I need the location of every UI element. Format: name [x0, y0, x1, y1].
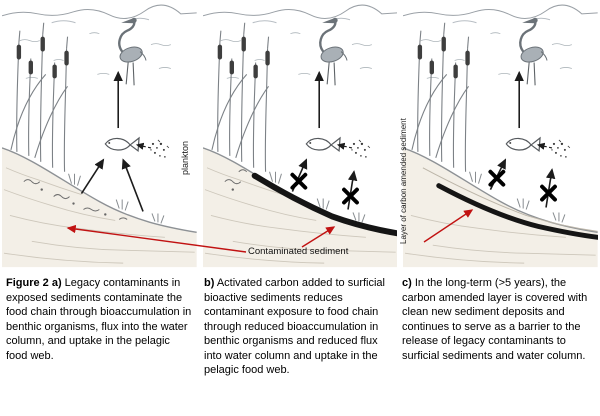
panel-row	[2, 0, 599, 268]
cattail-heads	[418, 36, 471, 79]
sediment-body	[403, 147, 599, 268]
caption-a: Figure 2 a) Legacy contaminants in expos…	[6, 276, 194, 378]
water-ripples	[220, 32, 372, 79]
fish-icon	[104, 136, 140, 153]
contaminated-sediment-label: Contaminated sediment	[248, 246, 349, 257]
plankton-dots	[551, 139, 571, 158]
caption-c-body: In the long-term (>5 years), the carbon …	[402, 277, 588, 362]
caption-a-body: Legacy contaminants in exposed sediments…	[6, 277, 192, 362]
caption-b-lead: b)	[204, 277, 215, 289]
caption-row: Figure 2 a) Legacy contaminants in expos…	[0, 268, 600, 378]
far-shore	[202, 4, 398, 24]
cattail-heads	[217, 36, 270, 79]
carbon-amended-sediment-label: Layer of carbon amended sediment	[399, 118, 408, 244]
far-shore	[403, 4, 599, 24]
bank-grass	[469, 171, 566, 223]
benthic-organisms	[224, 169, 247, 191]
caption-c: c) In the long-term (>5 years), the carb…	[402, 276, 590, 378]
blocked-pathway-x-marks	[488, 169, 558, 202]
figure-2-illustration: plankton Layer of carbon amended sedimen…	[2, 0, 599, 268]
plankton-dots	[350, 139, 370, 158]
water-ripples	[421, 32, 573, 79]
caption-a-lead: Figure 2 a)	[6, 277, 62, 289]
caption-b: b) Activated carbon added to surficial b…	[204, 276, 392, 378]
benthic-organisms	[23, 179, 128, 220]
clean-deposit-line	[422, 167, 599, 232]
sediment-body	[202, 147, 398, 268]
caption-c-lead: c)	[402, 277, 412, 289]
pond-panel-c	[403, 0, 599, 268]
pond-panel-a	[2, 0, 197, 268]
cattails	[211, 22, 269, 172]
activated-carbon-layer	[251, 172, 398, 237]
plankton-label: plankton	[180, 140, 190, 175]
buried-carbon-layer	[436, 183, 599, 240]
sediment-surface	[2, 147, 197, 234]
fish-icon	[305, 136, 341, 153]
water-ripples	[19, 32, 171, 79]
heron-icon	[118, 17, 147, 86]
pond-panel-b	[202, 0, 398, 268]
heron-icon	[519, 17, 548, 86]
plankton-dots	[150, 139, 170, 158]
caption-b-body: Activated carbon added to surficial bioa…	[204, 277, 385, 377]
food-chain-arrows	[80, 70, 152, 212]
bank-grass	[68, 173, 165, 224]
heron-icon	[318, 17, 348, 86]
sediment-texture	[204, 167, 396, 264]
far-shore	[2, 4, 197, 24]
blocked-pathway-x-marks	[290, 172, 359, 205]
bank-grass	[268, 171, 366, 223]
fish-icon	[505, 136, 542, 153]
cattail-heads	[16, 36, 69, 79]
